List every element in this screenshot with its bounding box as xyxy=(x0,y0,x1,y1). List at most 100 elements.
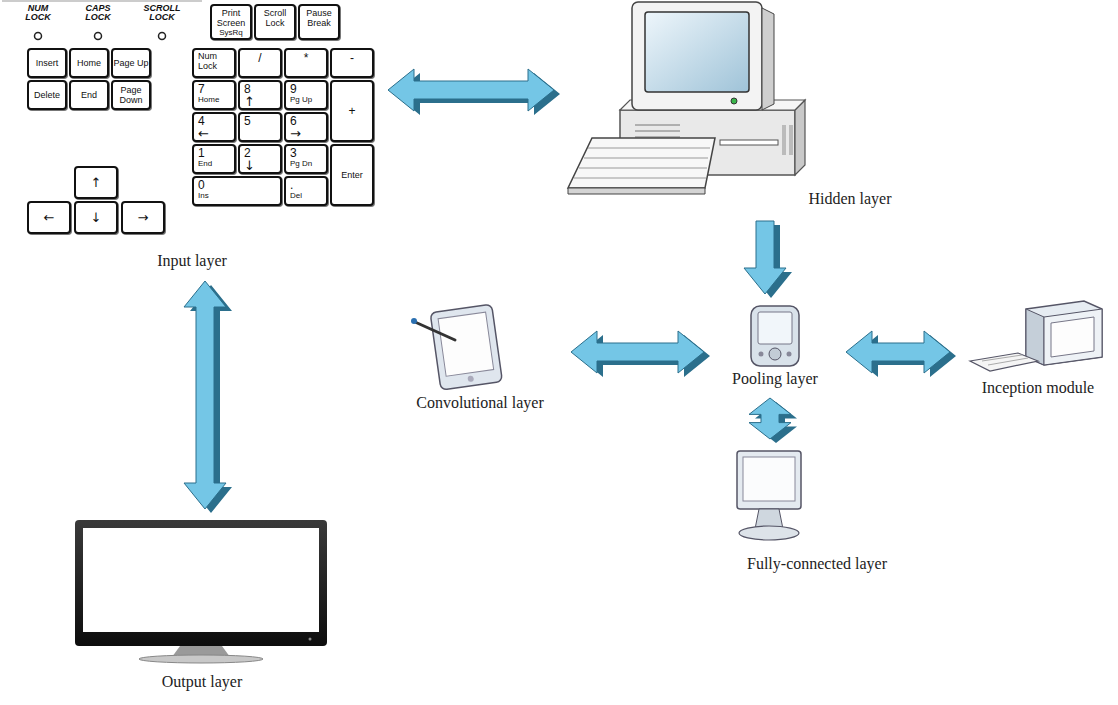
keyboard-key: 6→ xyxy=(284,112,328,142)
keyboard-key: .Del xyxy=(284,176,328,206)
key-label: Pg Dn xyxy=(290,159,312,168)
keyboard-key: Delete xyxy=(27,80,67,110)
key-label: End xyxy=(198,159,212,168)
key-label: Scroll Lock xyxy=(256,8,294,28)
block-arrow xyxy=(846,331,956,377)
key-label: Page Down xyxy=(113,85,149,105)
key-label: 7 xyxy=(198,83,205,95)
keyboard-key: / xyxy=(238,48,282,78)
key-label: Insert xyxy=(36,58,59,68)
key-label: . xyxy=(290,179,293,191)
key-label: 4 xyxy=(198,115,205,127)
keyboard-key: ↓ xyxy=(74,201,118,234)
key-label: Pause Break xyxy=(300,8,338,28)
arrow-face xyxy=(184,281,226,509)
key-label: * xyxy=(304,52,309,64)
layer-caption: Output layer xyxy=(162,673,242,691)
key-label: 1 xyxy=(198,147,205,159)
arrow-face xyxy=(744,221,786,294)
keyboard-key: Num Lock xyxy=(192,48,236,78)
layer-caption: Fully-connected layer xyxy=(747,555,887,573)
key-label: 8 xyxy=(244,83,251,95)
key-label: → xyxy=(138,211,149,224)
keyboard-key: 9Pg Up xyxy=(284,80,328,110)
keyboard-input-node: Input layer NUM LOCK CAPS LOCK SCROLL LOCK P… xyxy=(2,0,382,275)
block-arrow xyxy=(184,281,232,513)
keyboard-key: → xyxy=(121,201,165,234)
key-label: 9 xyxy=(290,83,297,95)
key-label: ↑ xyxy=(244,95,255,108)
computer-hidden-node: Hidden layer xyxy=(560,0,910,215)
keyboard-key: 3Pg Dn xyxy=(284,144,328,174)
keyboard-key: - xyxy=(330,48,374,78)
keyboard-key: Insert xyxy=(27,48,67,78)
block-arrow xyxy=(388,69,560,115)
keyboard-key: 8↑ xyxy=(238,80,282,110)
layer-caption: Input layer xyxy=(157,252,227,270)
key-label: - xyxy=(350,52,354,64)
pda-pooling-node: Pooling layer xyxy=(710,300,840,392)
device-icon xyxy=(560,0,910,215)
key-label: 3 xyxy=(290,147,297,159)
tablet-convolutional-node: Convolutional layer xyxy=(395,300,565,415)
key-label: Pg Up xyxy=(290,95,312,104)
arrow-face xyxy=(749,398,791,439)
keyboard-key: End xyxy=(69,80,109,110)
key-label: + xyxy=(348,105,355,117)
monitor-inception-node: Inception module xyxy=(956,295,1112,400)
block-arrow xyxy=(571,331,710,377)
keyboard-key: * xyxy=(284,48,328,78)
keyboard-key: ← xyxy=(27,201,71,234)
monitor-fully-connected-node: Fully-connected layer xyxy=(725,445,910,580)
block-arrow xyxy=(749,398,797,443)
key-label: Home xyxy=(77,58,101,68)
arrow-face xyxy=(846,331,950,373)
key-label: Ins xyxy=(198,191,209,200)
key-label: Enter xyxy=(341,170,363,180)
block-arrow xyxy=(744,221,792,298)
key-label: SysRq xyxy=(219,28,243,37)
keyboard-key: + xyxy=(330,80,374,142)
key-label: ↓ xyxy=(91,211,102,224)
key-label: 2 xyxy=(244,147,251,159)
keyboard-key: 7Home xyxy=(192,80,236,110)
key-label: → xyxy=(290,127,301,140)
keyboard-key: Page Up xyxy=(111,48,151,78)
keyboard-key: 4← xyxy=(192,112,236,142)
keyboard-key: Pause Break xyxy=(298,4,340,40)
indicator-label: SCROLL LOCK xyxy=(140,4,184,22)
keyboard-key: ↑ xyxy=(74,166,118,199)
layer-caption: Pooling layer xyxy=(732,370,818,388)
key-label: Page Up xyxy=(113,58,148,68)
keyboard-key: 1End xyxy=(192,144,236,174)
key-label: ↓ xyxy=(244,159,255,172)
key-label: 5 xyxy=(244,115,251,127)
key-label: ↑ xyxy=(91,176,102,189)
arrow-face xyxy=(388,69,554,111)
key-label: Print Screen xyxy=(212,8,250,28)
indicator-label: CAPS LOCK xyxy=(76,4,120,22)
indicator-label: NUM LOCK xyxy=(16,4,60,22)
key-label: End xyxy=(81,90,97,100)
arrow-face xyxy=(571,331,704,373)
keyboard-key: Scroll Lock xyxy=(254,4,296,40)
keyboard-key: 5 xyxy=(238,112,282,142)
key-label: Num Lock xyxy=(198,51,230,71)
key-label: 6 xyxy=(290,115,297,127)
keyboard-key: Home xyxy=(69,48,109,78)
keyboard-key: Page Down xyxy=(111,80,151,110)
keyboard-key: 2↓ xyxy=(238,144,282,174)
key-label: ← xyxy=(44,211,55,224)
keyboard-key: Enter xyxy=(330,144,374,206)
key-label: 0 xyxy=(198,179,205,191)
key-label: Delete xyxy=(34,90,60,100)
layer-caption: Hidden layer xyxy=(808,190,891,208)
device-icon xyxy=(70,515,335,695)
key-label: Del xyxy=(290,191,302,200)
keyboard-key: 0Ins xyxy=(192,176,282,206)
layer-caption: Convolutional layer xyxy=(416,394,544,412)
key-label: Home xyxy=(198,95,219,104)
keyboard-key: Print ScreenSysRq xyxy=(210,4,252,40)
monitor-output-node: Output layer xyxy=(70,515,335,695)
